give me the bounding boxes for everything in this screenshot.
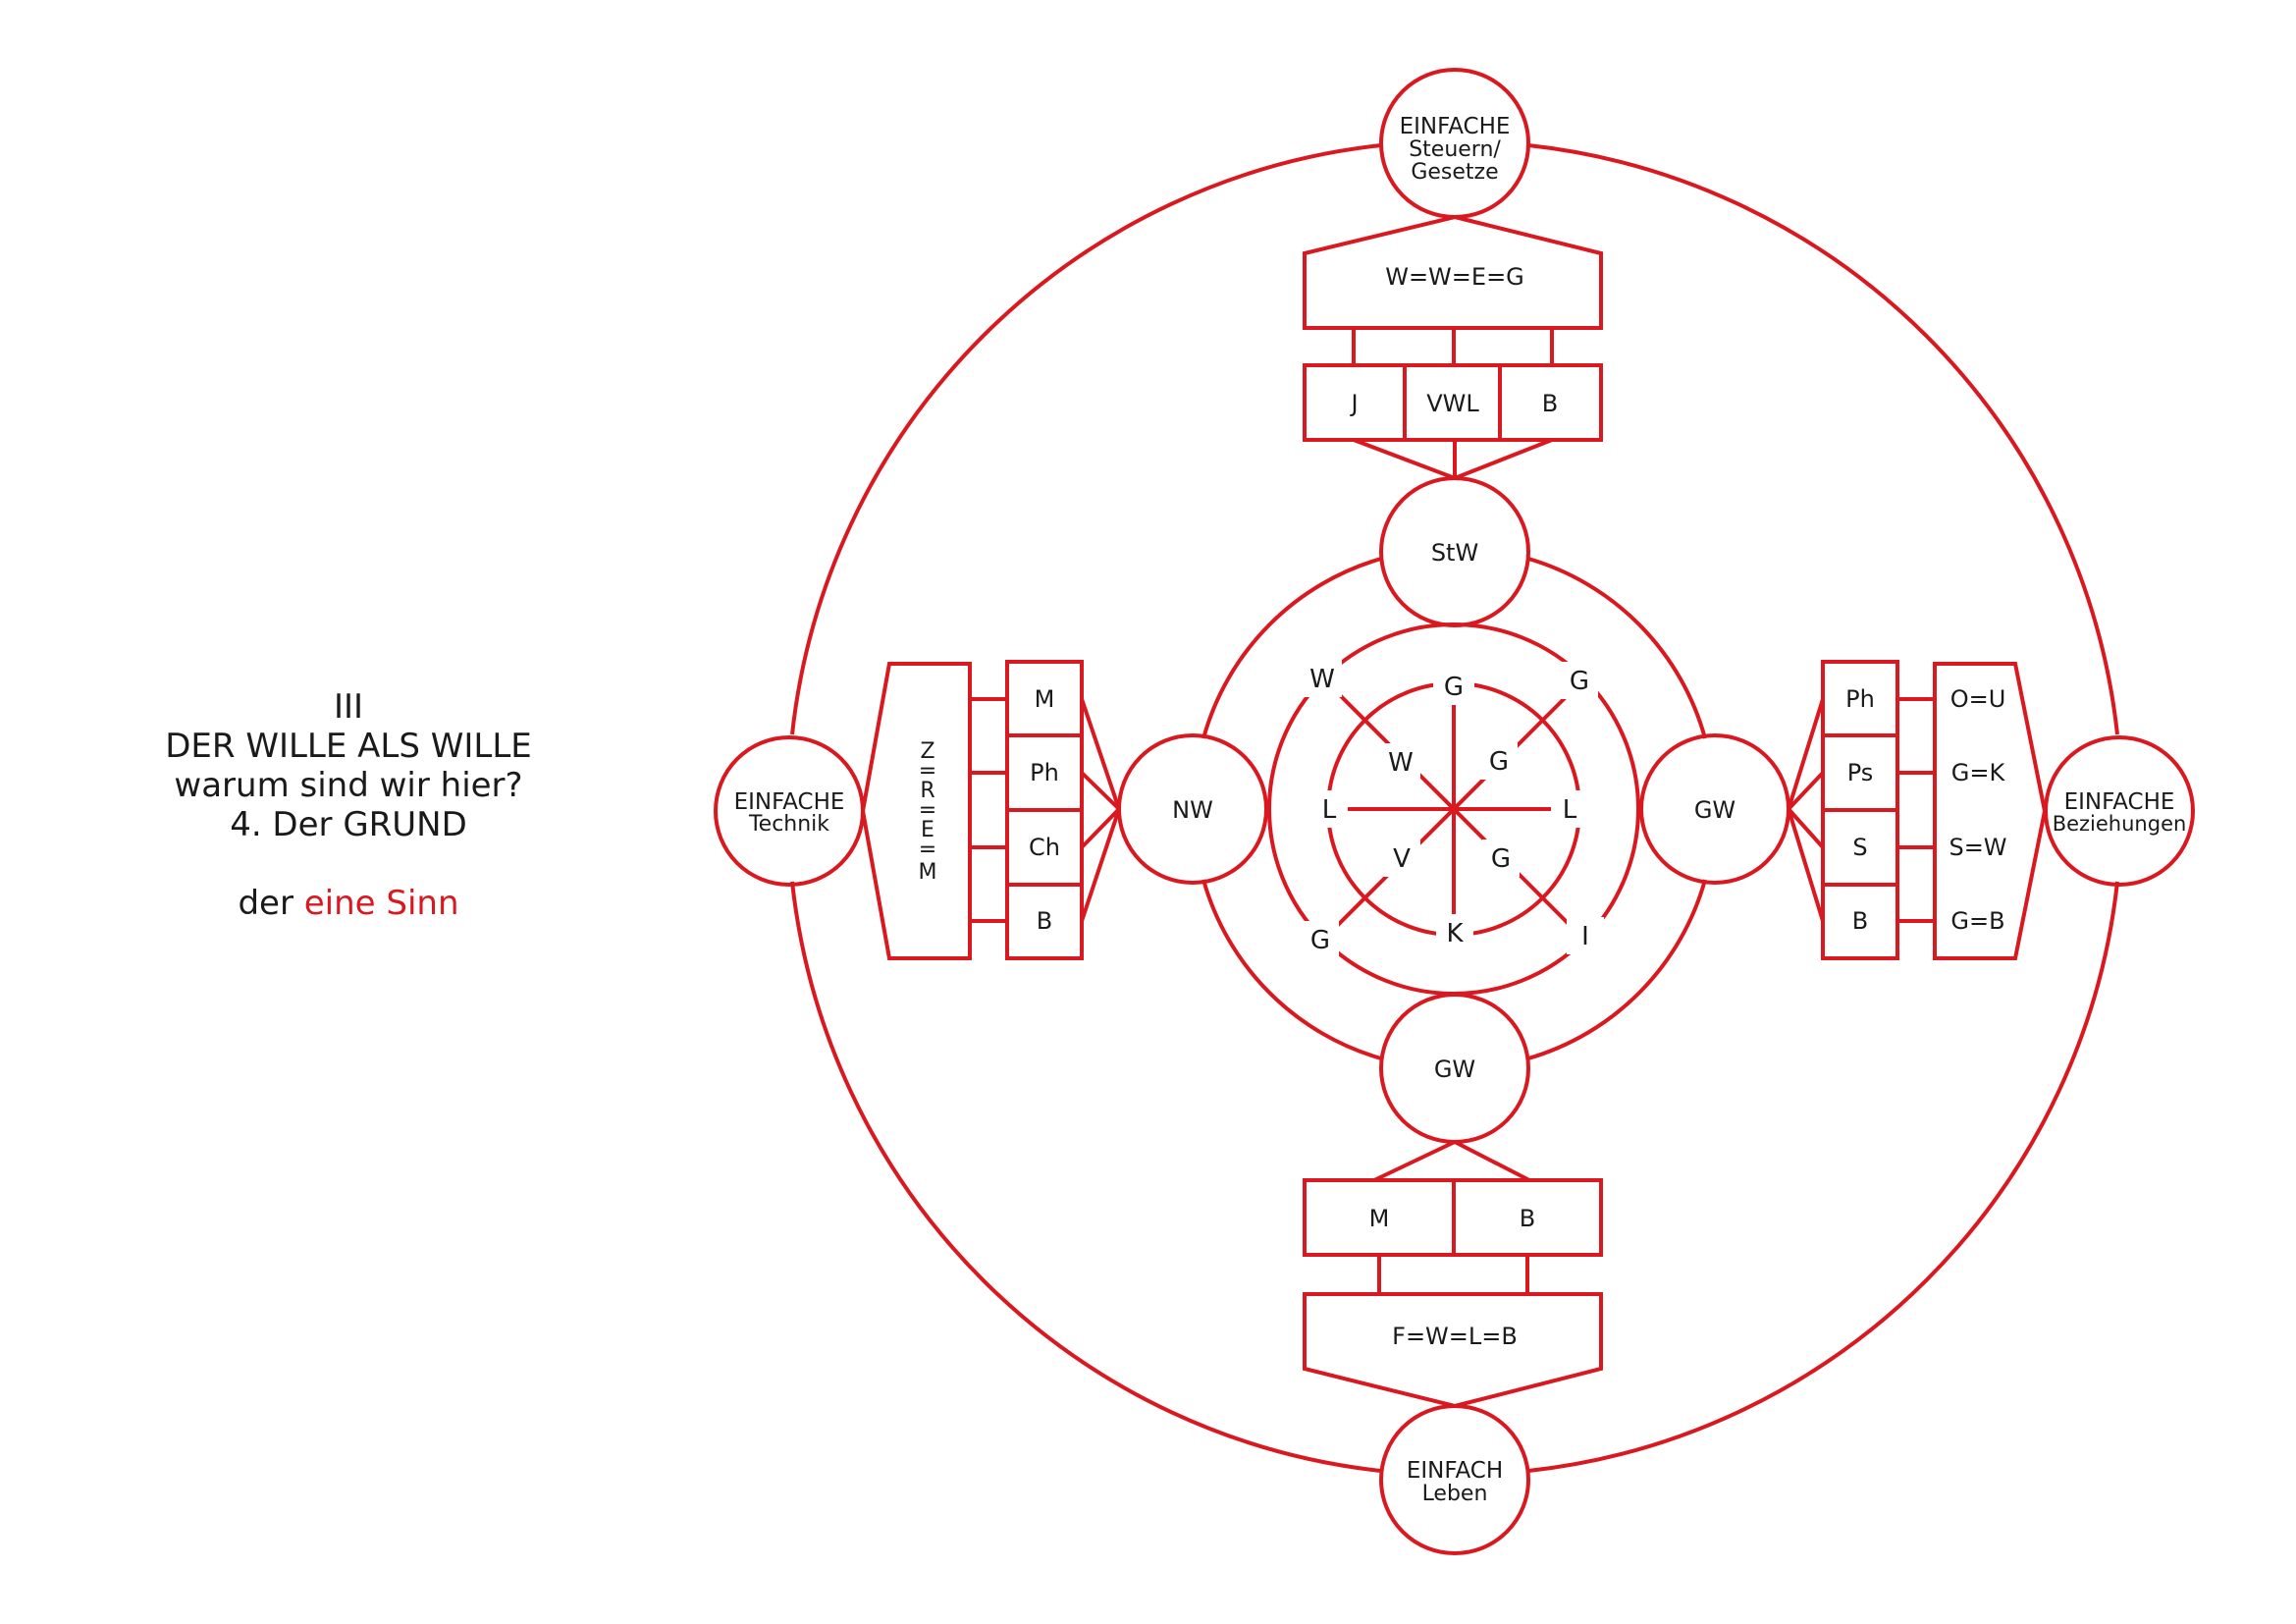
top-funnel — [1353, 438, 1553, 481]
right-funnel — [1787, 698, 1825, 922]
left-connectors — [970, 697, 1007, 923]
compass-inner-sw: V — [1393, 844, 1411, 874]
node-top-line3: Gesetze — [1411, 160, 1498, 185]
node-bottom-line1: EINFACH — [1407, 1458, 1503, 1484]
compass-outer-e: L — [1563, 795, 1577, 825]
top-cell-dividers — [1403, 365, 1502, 440]
compass-outer-s: K — [1446, 919, 1464, 948]
compass-spokes — [1323, 678, 1584, 940]
left-cell-1: M — [1035, 685, 1055, 713]
middle-ring — [1201, 557, 1707, 1060]
top-connectors — [1352, 328, 1554, 365]
compass-inner-se: G — [1491, 844, 1511, 874]
compass-label-masks — [1302, 660, 1604, 958]
compass-inner-ne: G — [1489, 747, 1509, 777]
right-cell-4: B — [1852, 907, 1868, 935]
block-labels: W=W=E=G J VWL B M B F=W=L=B M Ph Ch B Z … — [919, 263, 2007, 1350]
node-labels: EINFACHE Steuern/ Gesetze EINFACHE Techn… — [734, 114, 2187, 1506]
node-top-line1: EINFACHE — [1400, 114, 1511, 139]
compass-inner-nw: W — [1388, 748, 1414, 778]
bottom-footer-shape — [1303, 1292, 1603, 1409]
bottom-footer-text: F=W=L=B — [1392, 1323, 1518, 1350]
right-equation-2: G=K — [1951, 759, 2006, 786]
left-cell-4: B — [1037, 907, 1052, 935]
caption-roman-numeral: III — [333, 687, 364, 727]
compass-outer-nw: W — [1309, 665, 1335, 694]
top-header-text: W=W=E=G — [1385, 263, 1524, 291]
right-cell-1: Ph — [1845, 685, 1875, 713]
node-inner-left-label: NW — [1172, 796, 1213, 824]
caption: III DER WILLE ALS WILLE warum sind wir h… — [128, 687, 569, 923]
node-inner-top-label: StW — [1431, 539, 1478, 567]
compass-outer-n: G — [1444, 673, 1464, 702]
bottom-cell-1: M — [1369, 1205, 1390, 1232]
caption-title: DER WILLE ALS WILLE — [165, 727, 532, 766]
left-vertical-4: = — [919, 798, 936, 823]
node-top-line2: Steuern/ — [1409, 137, 1501, 162]
left-cell-3: Ch — [1029, 834, 1060, 861]
left-funnel — [1080, 698, 1121, 922]
compass-outer-w: L — [1322, 795, 1337, 825]
bottom-cell-2: B — [1520, 1205, 1535, 1232]
node-inner-bottom-label: GW — [1434, 1056, 1475, 1083]
right-equation-shape — [1933, 662, 2048, 960]
left-vertical-1: Z — [920, 739, 934, 764]
compass-outer-ne: G — [1570, 667, 1589, 696]
caption-meaning-plain: der — [238, 884, 294, 923]
node-right-line1: EINFACHE — [2064, 789, 2175, 815]
bottom-connectors — [1377, 1255, 1529, 1294]
top-cell-2: VWL — [1426, 390, 1479, 417]
right-cell-dividers — [1823, 733, 1897, 887]
caption-meaning-accent: eine Sinn — [303, 884, 459, 923]
caption-meaning: der eine Sinn — [128, 884, 569, 923]
left-vertical-7: M — [919, 860, 937, 885]
left-vertical-shape — [860, 662, 972, 960]
right-cell-2: Ps — [1847, 759, 1874, 786]
compass-outer-se: I — [1581, 922, 1589, 951]
bottom-funnel — [1373, 1139, 1530, 1182]
left-cell-2: Ph — [1030, 759, 1059, 786]
left-vertical-2: = — [919, 759, 936, 784]
node-bottom-line2: Leben — [1422, 1482, 1488, 1506]
caption-question: warum sind wir hier? — [174, 766, 523, 805]
right-equation-1: O=U — [1950, 685, 2006, 713]
node-inner-right-label: GW — [1694, 796, 1735, 824]
left-vertical-6: = — [919, 838, 936, 862]
node-right-line2: Beziehungen — [2053, 812, 2187, 836]
right-equation-4: G=B — [1950, 907, 2004, 935]
right-equation-3: S=W — [1949, 834, 2006, 861]
compass-labels: G G L I K G L W W G V G — [1309, 665, 1589, 955]
caption-subtitle: 4. Der GRUND — [230, 805, 467, 844]
left-cell-dividers — [1007, 733, 1082, 887]
left-vertical-5: E — [921, 818, 934, 842]
left-vertical-3: R — [920, 779, 934, 803]
node-left-line2: Technik — [748, 812, 829, 837]
right-connectors — [1897, 697, 1935, 923]
node-left-line1: EINFACHE — [734, 789, 845, 815]
top-cell-3: B — [1542, 390, 1558, 417]
top-cell-1: J — [1349, 390, 1358, 417]
outer-ring — [790, 143, 2119, 1473]
right-cell-3: S — [1852, 834, 1867, 861]
compass-outer-sw: G — [1310, 926, 1330, 955]
